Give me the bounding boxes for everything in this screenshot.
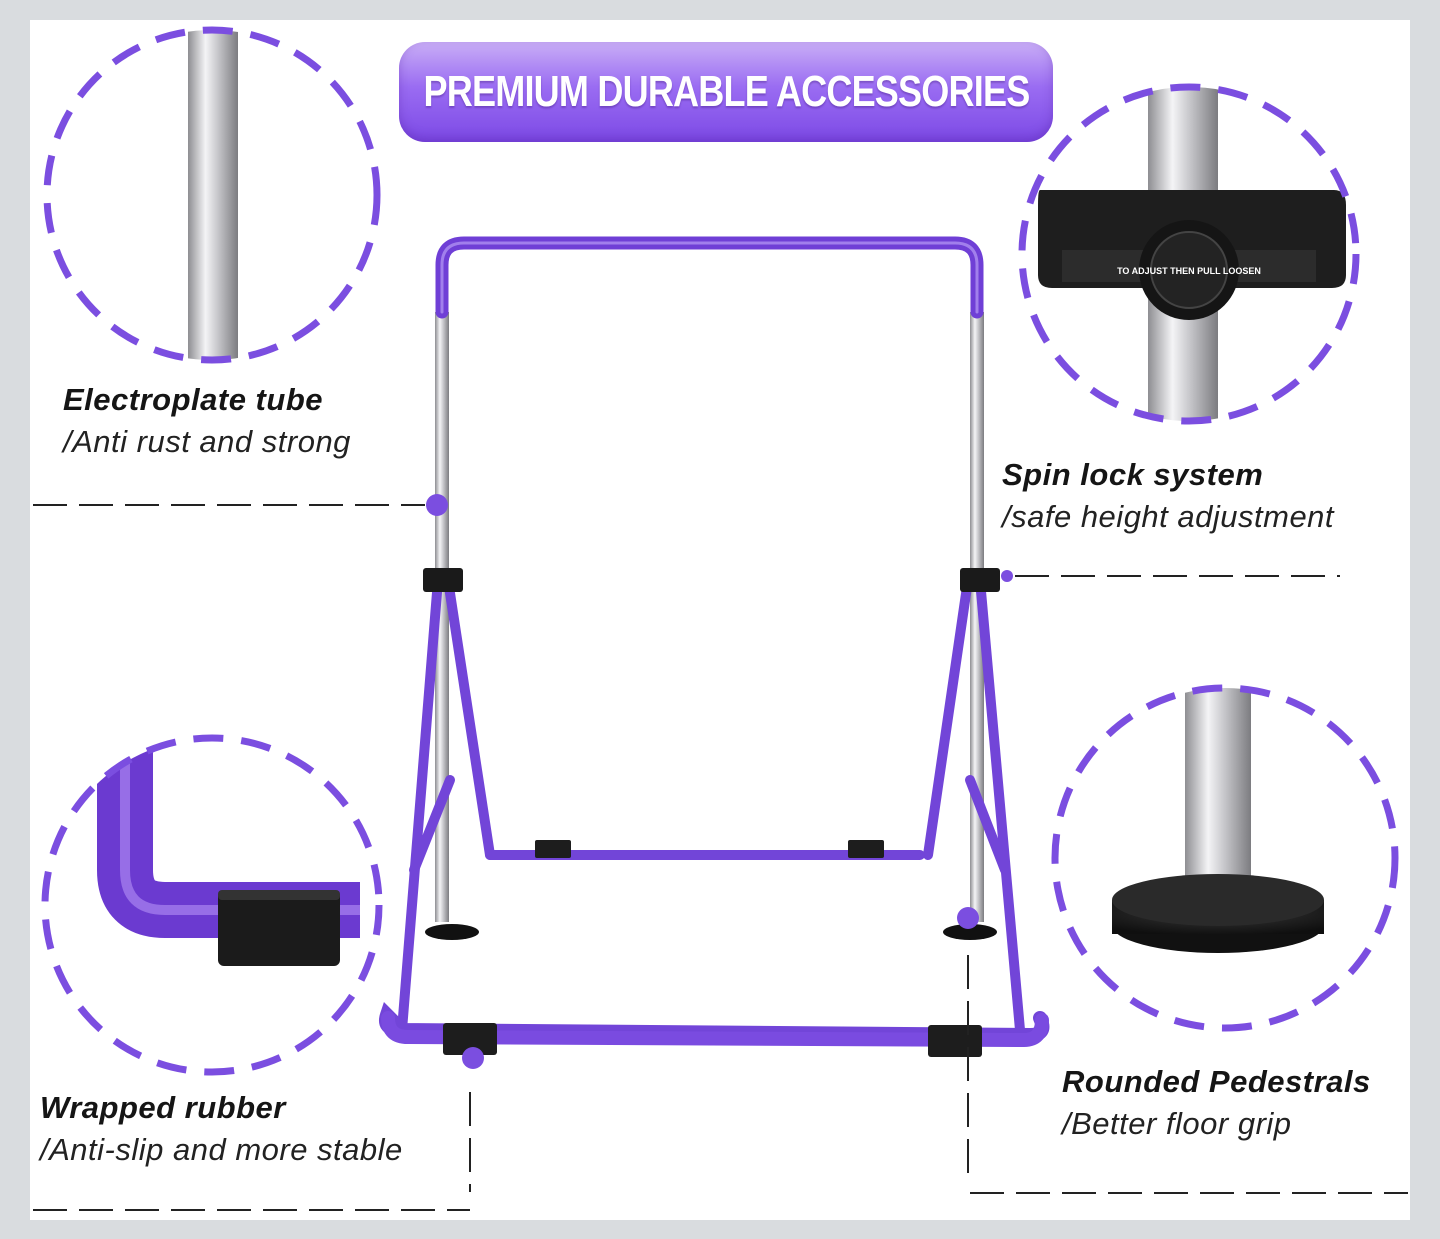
feature-subtitle: /safe height adjustment [1002, 499, 1335, 534]
feature-subtitle: /Better floor grip [1062, 1106, 1292, 1141]
feature-subtitle: /Anti rust and strong [63, 424, 351, 459]
feature-pedestals: Rounded Pedestrals /Better floor grip [1062, 1064, 1371, 1142]
gym-bar-frame [379, 236, 1050, 1057]
feature-title: Rounded Pedestrals [1062, 1064, 1371, 1099]
right-upright-tube [970, 312, 984, 922]
feature-spin-lock: Spin lock system /safe height adjustment [1002, 457, 1334, 535]
callout-lines [33, 494, 1408, 1211]
gym-bar-illustration: TO ADJUST THEN PULL LOOSEN [33, 26, 1408, 1211]
feature-title: Wrapped rubber [40, 1090, 286, 1125]
headline-text: PREMIUM DURABLE ACCESSORIES [423, 67, 1030, 116]
top-bar [435, 236, 984, 319]
left-upright-tube [435, 312, 449, 922]
electroplate-detail [43, 26, 381, 364]
wrapped-rubber-detail [41, 734, 383, 1076]
spin-lock-detail: TO ADJUST THEN PULL LOOSEN [1018, 83, 1360, 425]
feature-subtitle: /Anti-slip and more stable [40, 1132, 403, 1167]
feature-wrapped-rubber: Wrapped rubber /Anti-slip and more stabl… [40, 1090, 403, 1168]
feature-electroplate: Electroplate tube /Anti rust and strong [63, 382, 351, 460]
product-infographic: TO ADJUST THEN PULL LOOSEN [30, 20, 1410, 1220]
feature-title: Electroplate tube [63, 382, 323, 417]
headline-banner: PREMIUM DURABLE ACCESSORIES [399, 42, 1053, 142]
spin-lock-knob-text: TO ADJUST THEN PULL LOOSEN [1117, 266, 1261, 276]
feature-title: Spin lock system [1002, 457, 1264, 492]
pedestal-detail [1051, 684, 1399, 1032]
